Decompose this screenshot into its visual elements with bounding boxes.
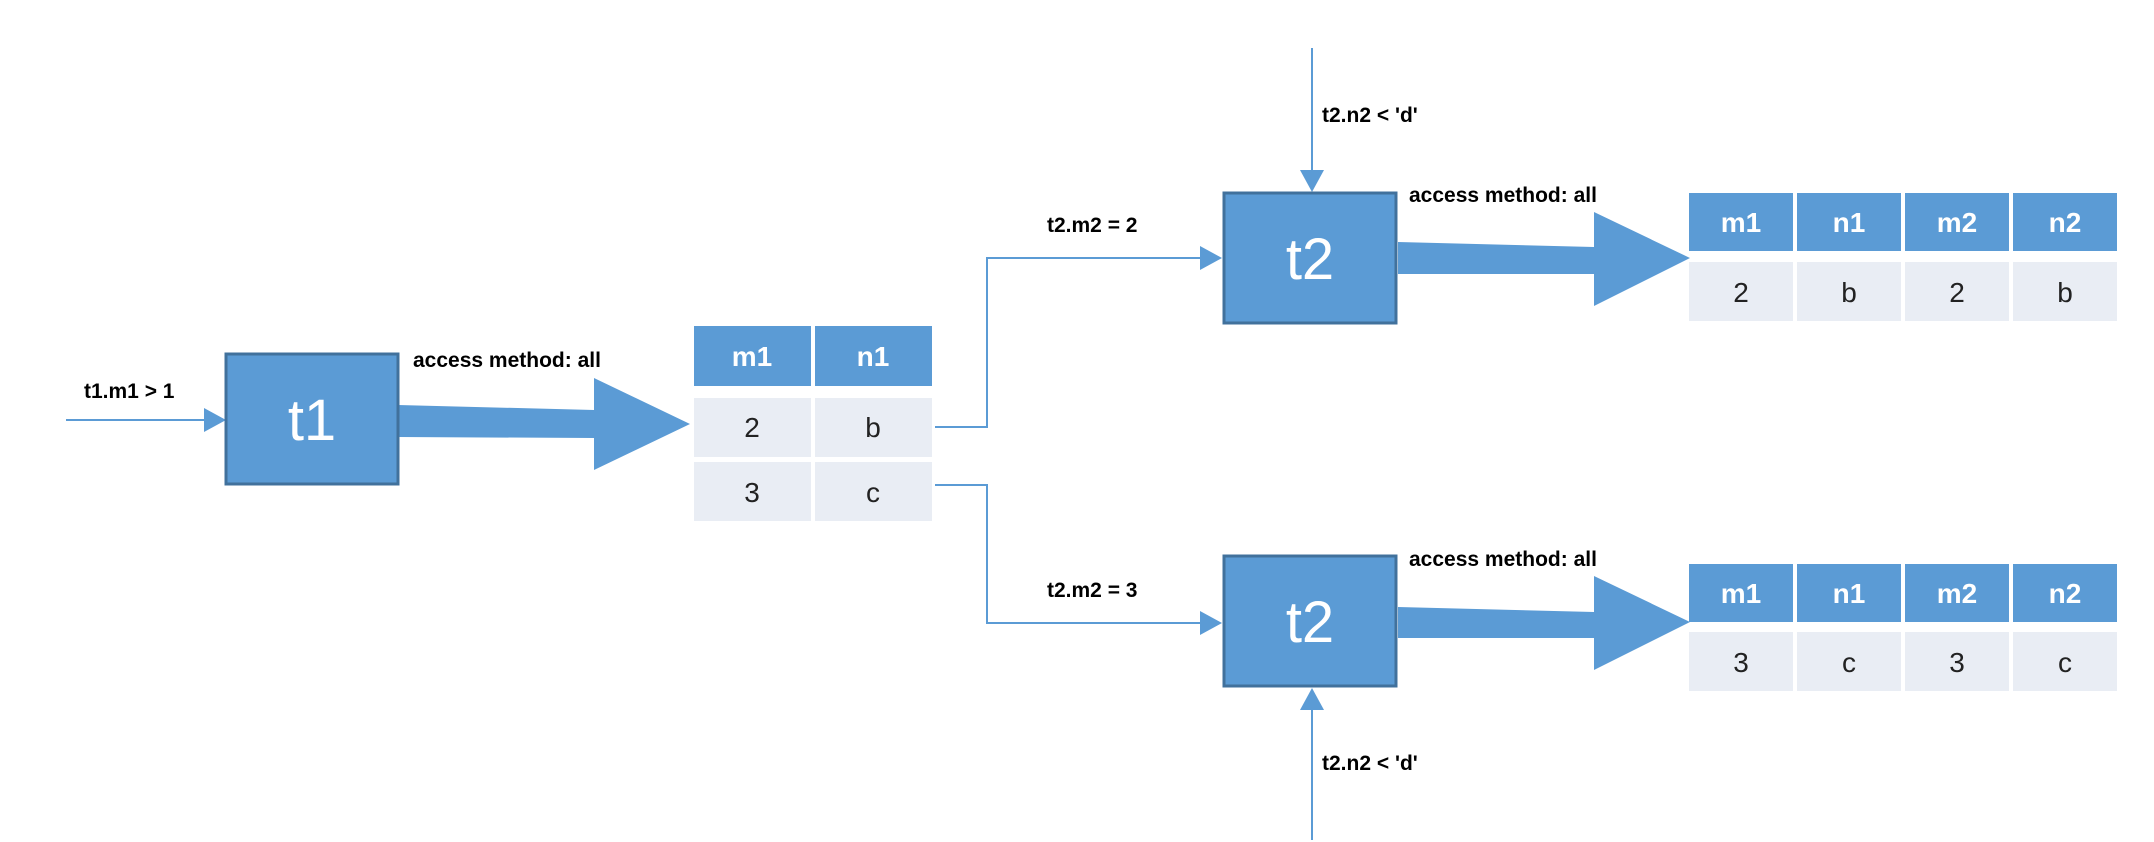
join-top-result-table: m1 n1 m2 n2 2 b 2 b <box>1689 193 2117 321</box>
cell-value: 3 <box>1733 647 1749 678</box>
table-cell <box>815 398 932 457</box>
cell-value: 3 <box>1949 647 1965 678</box>
cell-value: c <box>1842 647 1856 678</box>
t2-bottom-node: t2 <box>1222 554 1398 688</box>
cell-value: b <box>2057 277 2073 308</box>
t2-bottom-box <box>1222 554 1398 688</box>
t2-top-filter-arrowhead <box>1300 170 1324 192</box>
cell-value: 2 <box>1733 277 1749 308</box>
t1-node: t1 <box>224 352 400 486</box>
t2-bottom-filter-arrowhead <box>1300 688 1324 710</box>
header-n2: n2 <box>2049 207 2082 238</box>
t1-label: t1 <box>288 388 336 453</box>
t2-bottom-filter-label: t2.n2 < 'd' <box>1322 752 1418 775</box>
table-header-cell <box>815 326 932 386</box>
table-cell <box>1689 632 1793 691</box>
table-cell <box>2013 262 2117 321</box>
table-header-cell <box>2013 564 2117 622</box>
cell-value: c <box>866 477 880 508</box>
t2-top-key-label: t2.m2 = 2 <box>1047 214 1137 237</box>
table-header-cell <box>1905 564 2009 622</box>
cell-value: b <box>865 412 881 443</box>
table-header-cell <box>694 326 811 386</box>
table-cell <box>1797 632 1901 691</box>
row2-to-t2-bottom-connector <box>935 484 1202 624</box>
t2-top-filter-label: t2.n2 < 'd' <box>1322 104 1418 127</box>
t1-input-arrowhead <box>204 408 226 432</box>
t2-top-label: t2 <box>1286 227 1334 292</box>
table-header-cell <box>1797 564 1901 622</box>
t1-box <box>224 352 400 486</box>
cell-value: 2 <box>1949 277 1965 308</box>
t1-result-table: m1 n1 2 b 3 c <box>694 326 932 521</box>
t2-bottom-input-arrowhead <box>1200 611 1222 635</box>
t2-top-input-arrowhead <box>1200 246 1222 270</box>
header-n2: n2 <box>2049 578 2082 609</box>
table-header-cell <box>1689 193 1793 251</box>
t2-top-box <box>1222 191 1398 325</box>
header-m1: m1 <box>1721 207 1761 238</box>
t2-bottom-access-method-label: access method: all <box>1409 548 1597 571</box>
table-cell <box>694 398 811 457</box>
t2-top-access-method-label: access method: all <box>1409 184 1597 207</box>
table-cell <box>1905 632 2009 691</box>
table-cell <box>1797 262 1901 321</box>
t2-bottom-key-label: t2.m2 = 3 <box>1047 579 1137 602</box>
t1-condition-label: t1.m1 > 1 <box>84 380 175 403</box>
cell-value: c <box>2058 647 2072 678</box>
cell-value: 2 <box>744 412 760 443</box>
table-cell <box>1905 262 2009 321</box>
header-n1: n1 <box>1833 207 1866 238</box>
join-bottom-result-table: m1 n1 m2 n2 3 c 3 c <box>1689 564 2117 691</box>
header-n1: n1 <box>857 341 890 372</box>
cell-value: b <box>1841 277 1857 308</box>
t2-bottom-output-arrow <box>1398 576 1690 670</box>
header-n1: n1 <box>1833 578 1866 609</box>
table-header-cell <box>2013 193 2117 251</box>
table-cell <box>815 462 932 521</box>
cell-value: 3 <box>744 477 760 508</box>
t2-top-node: t2 <box>1222 191 1398 325</box>
t2-bottom-label: t2 <box>1286 590 1334 655</box>
t1-access-method-label: access method: all <box>413 349 601 372</box>
table-cell <box>2013 632 2117 691</box>
header-m1: m1 <box>732 341 772 372</box>
table-cell <box>694 462 811 521</box>
header-m2: m2 <box>1937 207 1977 238</box>
header-m2: m2 <box>1937 578 1977 609</box>
table-header-cell <box>1905 193 2009 251</box>
table-header-cell <box>1689 564 1793 622</box>
header-m1: m1 <box>1721 578 1761 609</box>
table-header-cell <box>1797 193 1901 251</box>
t2-top-output-arrow <box>1398 212 1690 306</box>
table-cell <box>1689 262 1793 321</box>
row1-to-t2-top-connector <box>935 257 1202 428</box>
t1-output-arrow <box>398 378 690 470</box>
